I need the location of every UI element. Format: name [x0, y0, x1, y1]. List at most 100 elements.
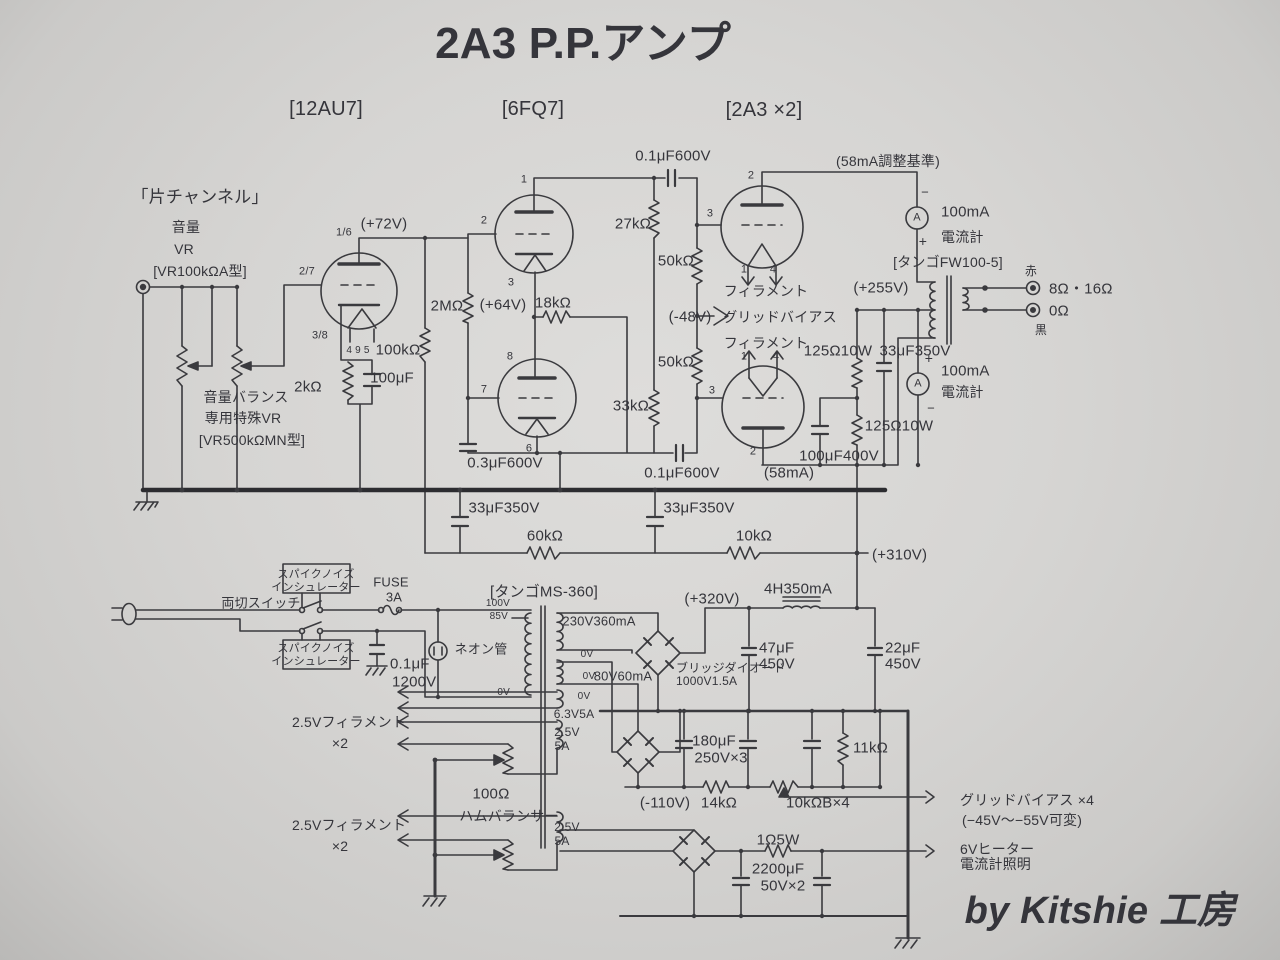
heater-out-1: 6Vヒーター	[960, 841, 1035, 857]
out-8-16: 8Ω・16Ω	[1049, 280, 1113, 298]
fil-25-2x: ×2	[331, 838, 349, 854]
spike-1a: スパイクノイズ	[277, 568, 355, 581]
volume-label-2: VR	[174, 241, 194, 257]
pin-6fq7-2: 2	[480, 214, 488, 227]
tube-label-6fq7: [6FQ7]	[501, 98, 565, 120]
c-01uf-psu-v: 1200V	[392, 673, 437, 691]
fil-25-1: 2.5Vフィラメント	[291, 714, 407, 730]
switch-label: 両切スイッチ	[221, 595, 301, 611]
signature: by Kitshie 工房	[964, 890, 1236, 932]
balance-label-2: 専用特殊VR	[204, 410, 282, 426]
pin-6fq7-8: 8	[506, 350, 514, 363]
ac-plug-icon	[111, 602, 137, 626]
b-plus-rail	[424, 489, 869, 560]
pin-2a3a-3: 3	[706, 207, 714, 220]
r-10kb: 10kΩB×4	[786, 794, 850, 812]
w-230v: 230V360mA	[562, 613, 636, 629]
r-100: 100Ω	[472, 785, 510, 803]
r-1ohm: 1Ω5W	[756, 831, 800, 849]
c-01uf-psu: 0.1μF	[390, 655, 430, 673]
c-03uf: 0.3μF600V	[467, 454, 543, 472]
pin-2a3a-1: 1	[740, 263, 748, 276]
r-14k: 14kΩ	[700, 794, 738, 812]
balance-label-1: 音量バランス	[203, 389, 289, 405]
meter1-label: 電流計	[941, 229, 984, 245]
meter2-range: 100mA	[941, 362, 990, 380]
r-10k: 10kΩ	[735, 527, 773, 545]
v-plus320: (+320V)	[684, 590, 740, 608]
line-filter-cap	[365, 630, 388, 676]
c-33uf-1: 33μF350V	[879, 342, 951, 360]
r-2m: 2MΩ	[430, 297, 464, 315]
meter2-minus: −	[927, 400, 935, 416]
c-33uf-3: 33μF350V	[663, 499, 735, 517]
title: 2A3 P.P.アンプ	[435, 19, 731, 68]
output-transformer	[928, 275, 1027, 345]
ammeter1-glyph: A	[913, 211, 921, 224]
pin-6fq7-7: 7	[480, 383, 488, 396]
pt-label: [タンゴMS-360]	[489, 583, 599, 601]
heater-filter	[619, 850, 909, 917]
choke-label: 4H350mA	[763, 580, 833, 598]
filament-note-2: フィラメント	[723, 335, 809, 351]
channel-note: 「片チャンネル」	[131, 187, 269, 207]
v-plus64: (+64V)	[479, 296, 527, 314]
c-180uf-a: 180μF	[692, 732, 736, 750]
c-22uf-a: 22μF	[885, 639, 921, 657]
power-transformer	[524, 605, 564, 849]
c-100uf: 100μF	[370, 369, 414, 387]
w-25v-1a: 2.5V	[554, 725, 580, 739]
v-plus72: (+72V)	[360, 215, 408, 233]
jack-red: 赤	[1024, 264, 1038, 278]
bridge-rectifier-bias	[616, 710, 681, 788]
pin-3-8: 3/8	[312, 329, 328, 342]
tap-0v-1: 0V	[580, 649, 594, 660]
adjust-note: (58mA調整基準)	[836, 153, 940, 169]
meter1-range: 100mA	[941, 203, 990, 221]
spike-noise-boxes	[282, 563, 351, 670]
secondary-wiring	[397, 612, 695, 871]
tube-label-12au7: [12AU7]	[289, 98, 363, 120]
ammeter-1-icon	[905, 206, 929, 230]
fil-25-2: 2.5Vフィラメント	[291, 817, 407, 833]
c-01uf-top: 0.1μF600V	[635, 147, 711, 165]
volume-balance-pots	[142, 284, 322, 489]
fil-25-1x: ×2	[331, 735, 349, 751]
tap-100v: 100V	[485, 598, 510, 609]
bias-network	[624, 710, 935, 804]
r-50k-1: 50kΩ	[657, 252, 695, 270]
r-100k: 100kΩ	[375, 341, 421, 359]
neon-label: ネオン管	[454, 641, 508, 657]
r-60k: 60kΩ	[526, 527, 564, 545]
volume-label-1: 音量	[171, 219, 201, 235]
v-plus255: (+255V)	[853, 279, 909, 297]
pin-2-7: 2/7	[299, 265, 315, 278]
hum-label: ハムバランサー	[459, 808, 559, 824]
tap-0v-pri: 0V	[497, 687, 510, 698]
r-125-1: 125Ω10W	[803, 342, 873, 360]
bias-out-1: グリッドバイアス ×4	[960, 792, 1095, 808]
w-25v-2a: 2.5V	[554, 820, 580, 834]
filter-caps	[740, 607, 884, 712]
spike-1b: インシュレーター	[271, 581, 361, 594]
meter1-minus: −	[921, 184, 929, 200]
r-33k: 33kΩ	[612, 397, 650, 415]
plate-circuit-12au7	[358, 237, 469, 554]
r-11k: 11kΩ	[853, 739, 889, 757]
c-100uf-400: 100μF400V	[799, 447, 879, 465]
r-2k: 2kΩ	[294, 378, 322, 396]
jack-black: 黒	[1034, 323, 1048, 337]
spike-2b: インシュレーター	[271, 655, 361, 668]
bridge-rectifier-main	[635, 607, 876, 712]
opt-label: [タンゴFW100-5]	[893, 254, 1003, 270]
speaker-jacks	[1025, 280, 1041, 318]
output-stage-wiring	[761, 171, 936, 609]
c-47uf-b: 450V	[759, 655, 795, 673]
pin-2a3b-3: 3	[708, 384, 716, 397]
r-50k-2: 50kΩ	[657, 353, 695, 371]
bridge1-label-2: 1000V1.5A	[676, 674, 738, 688]
pin-6fq7-3: 3	[507, 276, 515, 289]
pin-2a3b-4: 4	[772, 350, 780, 363]
